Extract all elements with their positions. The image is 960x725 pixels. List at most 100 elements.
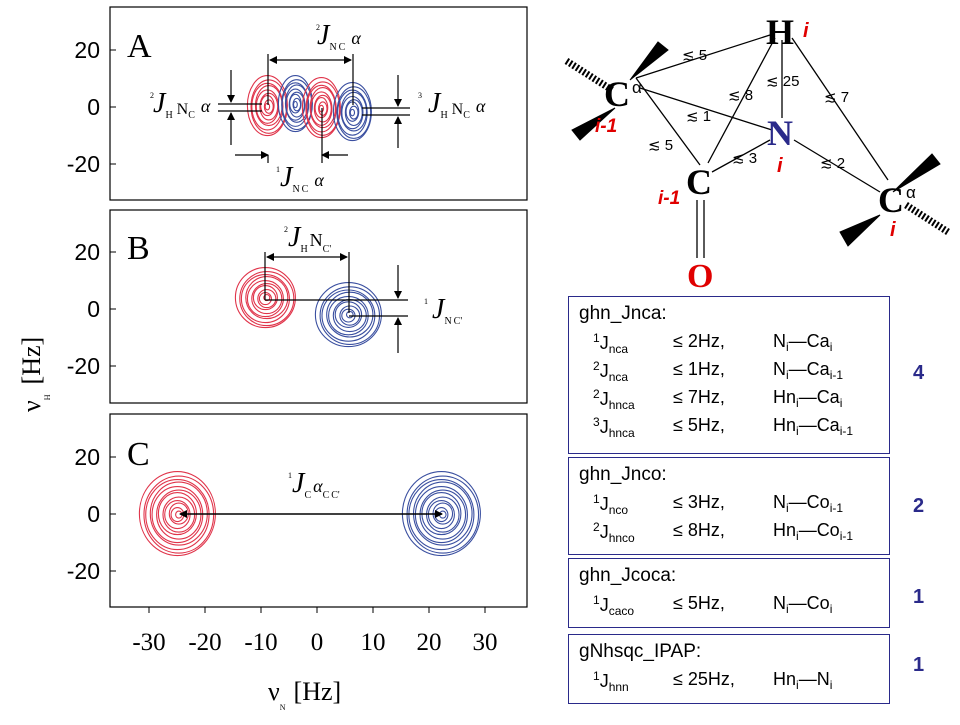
contour-level — [309, 87, 337, 129]
experiment-name: ghn_Jcoca: — [579, 565, 677, 586]
x-tick-label: 0 — [311, 629, 324, 656]
atom-ca-prev: C — [604, 74, 630, 114]
svg-text:νN[Hz]: νN [Hz] — [268, 677, 341, 712]
y-axis-a: 20 0 -20 — [67, 37, 116, 177]
coupling-labels: ≲ 5 ≲ 8 ≲ 25 ≲ 7 ≲ 1 ≲ 5 ≲ 3 ≲ 2 — [648, 47, 849, 172]
experiment-count: 1 — [913, 586, 925, 608]
y-axis-b: 20 0 -20 — [67, 239, 116, 379]
contour-level — [326, 291, 374, 338]
x-axis-unit: [Hz] — [294, 677, 342, 706]
y-axis-title: νH [Hz] — [17, 337, 52, 412]
svg-text:νH[Hz]: νH [Hz] — [17, 337, 52, 412]
contour-level — [259, 92, 279, 121]
y-tick-label: 20 — [74, 37, 100, 63]
panel-letter-a: A — [127, 28, 152, 65]
x-axis: -30 -20 -10 0 10 20 30 — [132, 607, 498, 656]
y-axis-unit: [Hz] — [17, 337, 46, 385]
x-axis-sub: N — [280, 703, 286, 712]
x-tick-label: -30 — [132, 629, 165, 656]
atoms: H i C α i-1 N i C i-1 C α i O — [595, 12, 916, 295]
molecule-diagram: H i C α i-1 N i C i-1 C α i O ≲ 5 ≲ 8 ≲ … — [563, 12, 950, 295]
contour-level — [250, 79, 288, 134]
experiment-name: ghn_Jnco: — [579, 464, 667, 485]
bonds — [635, 34, 889, 258]
experiment-name: ghn_Jnca: — [579, 303, 667, 324]
y-tick-label: -20 — [67, 151, 100, 177]
coupling-h-n: ≲ 25 — [766, 73, 799, 90]
atom-n-index: i — [777, 155, 783, 177]
experiment-box-jcoca: ghn_Jcoca: 1Jcaco ≤ 5Hz, Ni—Coi — [568, 558, 890, 628]
contour-level — [263, 99, 274, 114]
panel-b-frame — [109, 209, 528, 404]
experiment-name: gNhsqc_IPAP: — [579, 641, 702, 662]
panel-letter-b: B — [127, 230, 150, 267]
contour-level — [340, 91, 368, 132]
atom-ca-i-sup: α — [906, 183, 916, 202]
atom-ca-prev-sup: α — [632, 78, 642, 97]
y-tick-label: -20 — [67, 353, 100, 379]
coupling-n-ca-prev: ≲ 1 — [686, 108, 711, 125]
y-tick-label: 20 — [74, 239, 100, 265]
atom-ca-prev-index: i-1 — [595, 116, 617, 137]
panel-letter-c: C — [127, 436, 150, 473]
coupling-h-ca-i: ≲ 7 — [824, 89, 849, 106]
contour-level — [245, 276, 289, 320]
x-axis-title: νN [Hz] — [268, 677, 341, 712]
experiment-box-jnco: ghn_Jnco: 1Jnco ≤ 3Hz, Ni—Coi-1 2Jhnco ≤… — [568, 457, 890, 555]
y-axis-symbol: ν — [17, 400, 46, 412]
contour-peaks — [138, 75, 481, 557]
x-tick-label: -10 — [244, 629, 277, 656]
y-tick-label: 0 — [87, 501, 100, 527]
experiment-count: 2 — [913, 495, 925, 517]
contour-level — [313, 94, 332, 123]
x-axis-symbol: ν — [268, 677, 280, 706]
panel-a-frame — [109, 6, 528, 201]
contour-level — [257, 289, 277, 309]
experiment-count: 1 — [913, 654, 925, 676]
contour-level — [251, 283, 283, 315]
contour-level — [305, 81, 341, 136]
y-tick-label: -20 — [67, 558, 100, 584]
atom-o: O — [687, 258, 713, 295]
y-axis-sub: H — [43, 394, 52, 400]
contour-level — [336, 86, 372, 139]
experiment-box-ipap: gNhsqc_IPAP: 1Jhnn ≤ 25Hz, Hni—Ni — [568, 634, 890, 704]
x-tick-label: 30 — [473, 629, 498, 656]
atom-h: H — [766, 12, 794, 52]
contour-peak — [277, 75, 313, 133]
atom-ca-i-index: i — [890, 219, 896, 241]
atom-ca-i: C — [878, 180, 904, 220]
y-tick-label: 0 — [87, 296, 100, 322]
contour-level — [292, 100, 298, 109]
panel-c-frame — [109, 413, 528, 608]
coupling-h-c-prev: ≲ 8 — [728, 87, 753, 104]
y-tick-label: 0 — [87, 94, 100, 120]
x-tick-label: 10 — [361, 629, 386, 656]
y-tick-label: 20 — [74, 444, 100, 470]
stereo-wedges — [563, 41, 950, 247]
contour-level — [318, 101, 328, 116]
experiment-box-jnca: ghn_Jnca: 1Jnca ≤ 2Hz, Ni—Cai 2Jnca ≤ 1H… — [568, 296, 890, 454]
coupling-ca-prev-c: ≲ 5 — [648, 137, 673, 154]
coupling-n-ca-i: ≲ 2 — [820, 155, 845, 172]
atom-c-prev: C — [686, 162, 712, 202]
experiment-count: 4 — [913, 362, 925, 384]
contour-level — [344, 99, 363, 127]
contour-level — [239, 271, 295, 327]
atom-c-prev-index: i-1 — [658, 188, 680, 209]
atom-n: N — [767, 113, 793, 153]
coupling-n-c: ≲ 3 — [732, 150, 757, 167]
atom-h-index: i — [803, 20, 809, 42]
